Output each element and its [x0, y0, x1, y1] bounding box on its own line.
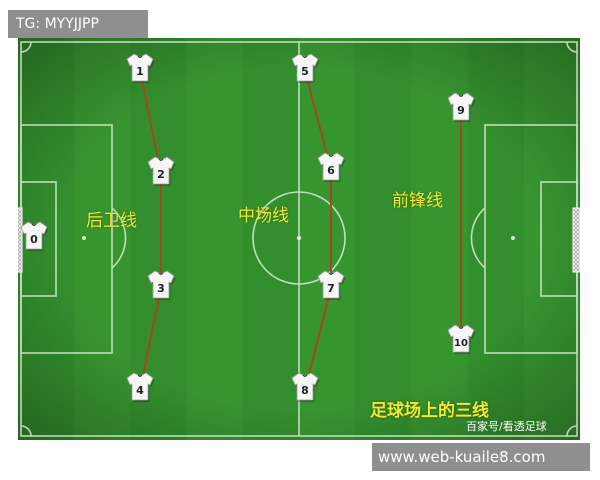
- midfield-line-label: 中场线: [238, 206, 289, 226]
- corner-arc-tr: [566, 41, 578, 53]
- player-jersey: 2: [147, 156, 176, 186]
- jersey-number: 5: [301, 65, 309, 78]
- penalty-spot-right: [511, 236, 515, 240]
- formation-links: [139, 70, 462, 391]
- player-jersey: 4: [126, 372, 155, 402]
- player-jersey: 1: [126, 53, 155, 83]
- player-jersey: 8: [291, 372, 320, 402]
- jersey-number: 1: [136, 65, 144, 78]
- corner-arc-tl: [20, 41, 32, 53]
- player-jersey: 9: [447, 92, 476, 122]
- soccer-pitch: 0 1 2 3 4 5 6 7 8 9 10: [18, 38, 580, 440]
- jersey-number: 10: [454, 338, 468, 349]
- watermark-top: TG: MYYJJPP: [8, 10, 148, 38]
- player-jersey: 5: [291, 53, 320, 83]
- player-jersey: 3: [147, 270, 176, 300]
- forward-line-label: 前锋线: [392, 191, 443, 211]
- player-jersey: 7: [317, 270, 346, 300]
- penalty-spot-left: [82, 236, 86, 240]
- jersey-number: 9: [457, 104, 465, 117]
- jersey-number: 2: [157, 168, 165, 181]
- player-jersey: 6: [317, 152, 346, 182]
- corner-arc-bl: [20, 425, 32, 437]
- diagram-caption: 足球场上的三线: [370, 401, 489, 421]
- jersey-number: 6: [327, 164, 335, 177]
- players: 0 1 2 3 4 5 6 7 8 9 10: [20, 53, 476, 402]
- center-spot: [296, 235, 302, 241]
- watermark-bottom: www.web-kuaile8.com: [372, 443, 590, 471]
- formation-link: [139, 70, 162, 175]
- defense-line-label: 后卫线: [86, 211, 137, 231]
- pitch-diagram: 0 1 2 3 4 5 6 7 8 9 10: [18, 38, 580, 440]
- jersey-number: 4: [136, 384, 144, 397]
- penalty-arc-left: [111, 207, 127, 269]
- corner-arc-br: [566, 425, 578, 437]
- jersey-number: 3: [157, 282, 165, 295]
- jersey-number: 7: [327, 282, 335, 295]
- goal-net-right: [572, 207, 580, 273]
- formation-link: [304, 287, 332, 391]
- goal-net-left: [18, 207, 23, 273]
- jersey-number: 0: [30, 233, 38, 246]
- penalty-arc-right: [470, 207, 486, 269]
- center-circle: [252, 191, 346, 285]
- player-jersey: 10: [447, 324, 476, 354]
- player-jersey: 0: [20, 221, 49, 251]
- formation-link: [139, 287, 162, 391]
- source-credit: 百家号/看透足球: [466, 420, 547, 433]
- jersey-number: 8: [301, 384, 309, 397]
